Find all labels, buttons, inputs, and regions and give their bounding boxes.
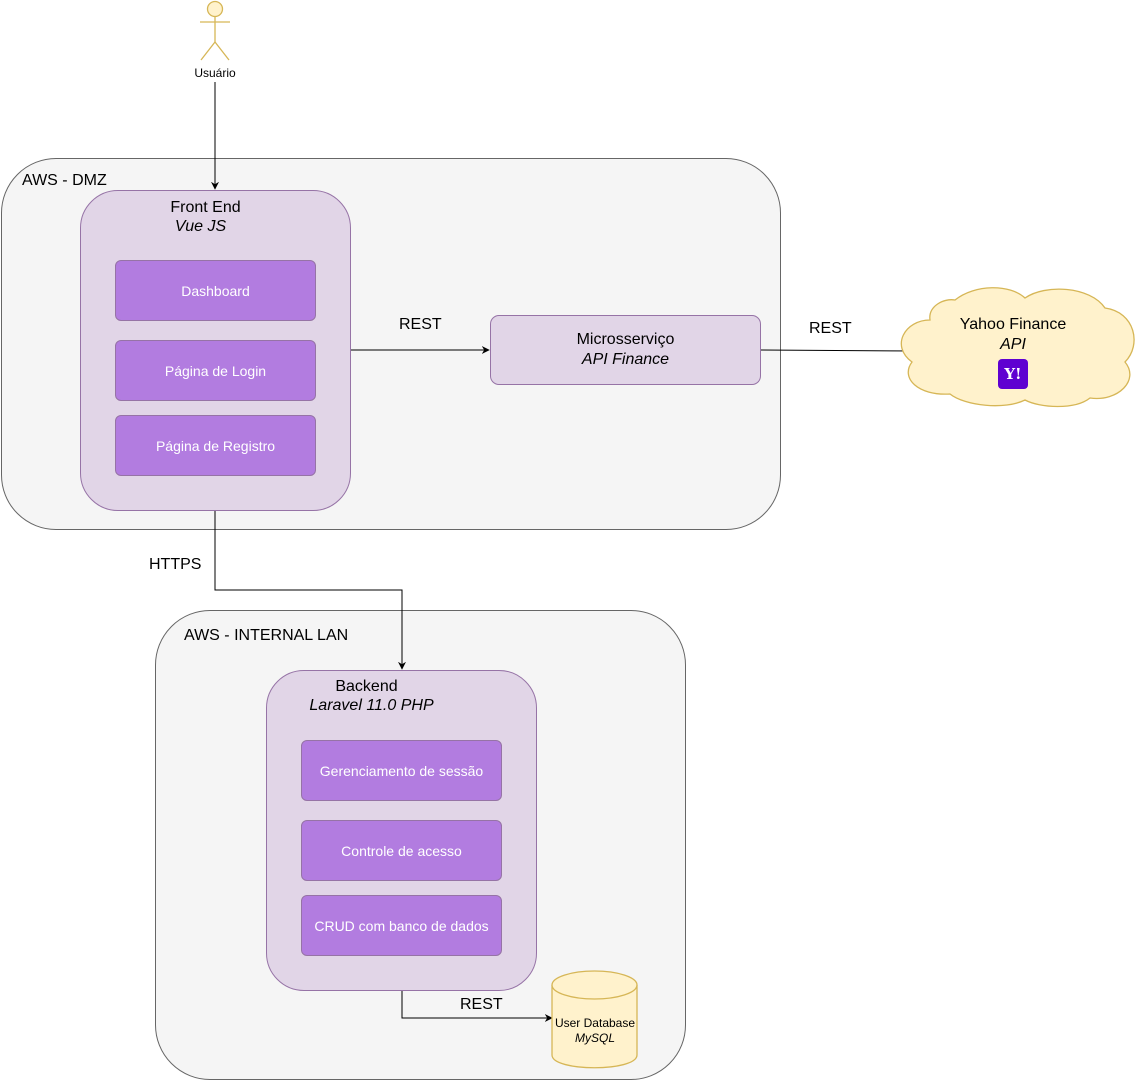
frontend-subtitle: Vue JS xyxy=(174,218,227,235)
database-subtitle: MySQL xyxy=(574,1031,615,1045)
yahoo-logo-icon: Y! xyxy=(998,359,1028,389)
edge-label-backend-database: REST xyxy=(460,996,503,1013)
module-access-control[interactable]: Controle de acesso xyxy=(301,820,502,881)
database-cylinder-icon[interactable] xyxy=(551,970,638,1069)
user-label: Usuário xyxy=(194,66,236,80)
aws-internal-label: AWS - INTERNAL LAN xyxy=(184,627,349,644)
yahoo-finance-node[interactable]: Yahoo Finance API xyxy=(943,315,1083,355)
frontend-title: Front End Vue JS xyxy=(61,198,350,236)
edge-microservice-yahoo xyxy=(760,346,919,355)
edge-frontend-backend xyxy=(214,511,406,670)
yahoo-subtitle: API xyxy=(1000,336,1026,353)
microservice-subtitle: API Finance xyxy=(581,351,670,368)
edge-backend-database xyxy=(401,991,553,1022)
aws-dmz-label: AWS - DMZ xyxy=(22,172,107,189)
microservice-title: Microsserviço xyxy=(576,331,675,348)
yahoo-cloud-shape xyxy=(900,287,1135,408)
microservice-box[interactable]: Microsserviço API Finance xyxy=(490,315,761,385)
edge-label-microservice-yahoo: REST xyxy=(809,320,852,337)
database-node[interactable]: User Database MySQL xyxy=(550,1016,640,1046)
edge-label-frontend-backend: HTTPS xyxy=(149,556,202,573)
edge-label-frontend-microservice: REST xyxy=(399,316,442,333)
module-register-page[interactable]: Página de Registro xyxy=(115,415,316,476)
user-actor-icon[interactable] xyxy=(200,0,230,61)
module-dashboard[interactable]: Dashboard xyxy=(115,260,316,321)
module-login-page[interactable]: Página de Login xyxy=(115,340,316,401)
database-title: User Database xyxy=(554,1016,636,1030)
backend-subtitle: Laravel 11.0 PHP xyxy=(309,697,434,714)
yahoo-title: Yahoo Finance xyxy=(959,316,1067,333)
backend-title: Backend Laravel 11.0 PHP xyxy=(247,677,536,715)
module-crud-database[interactable]: CRUD com banco de dados xyxy=(301,895,502,956)
module-session-management[interactable]: Gerenciamento de sessão xyxy=(301,740,502,801)
